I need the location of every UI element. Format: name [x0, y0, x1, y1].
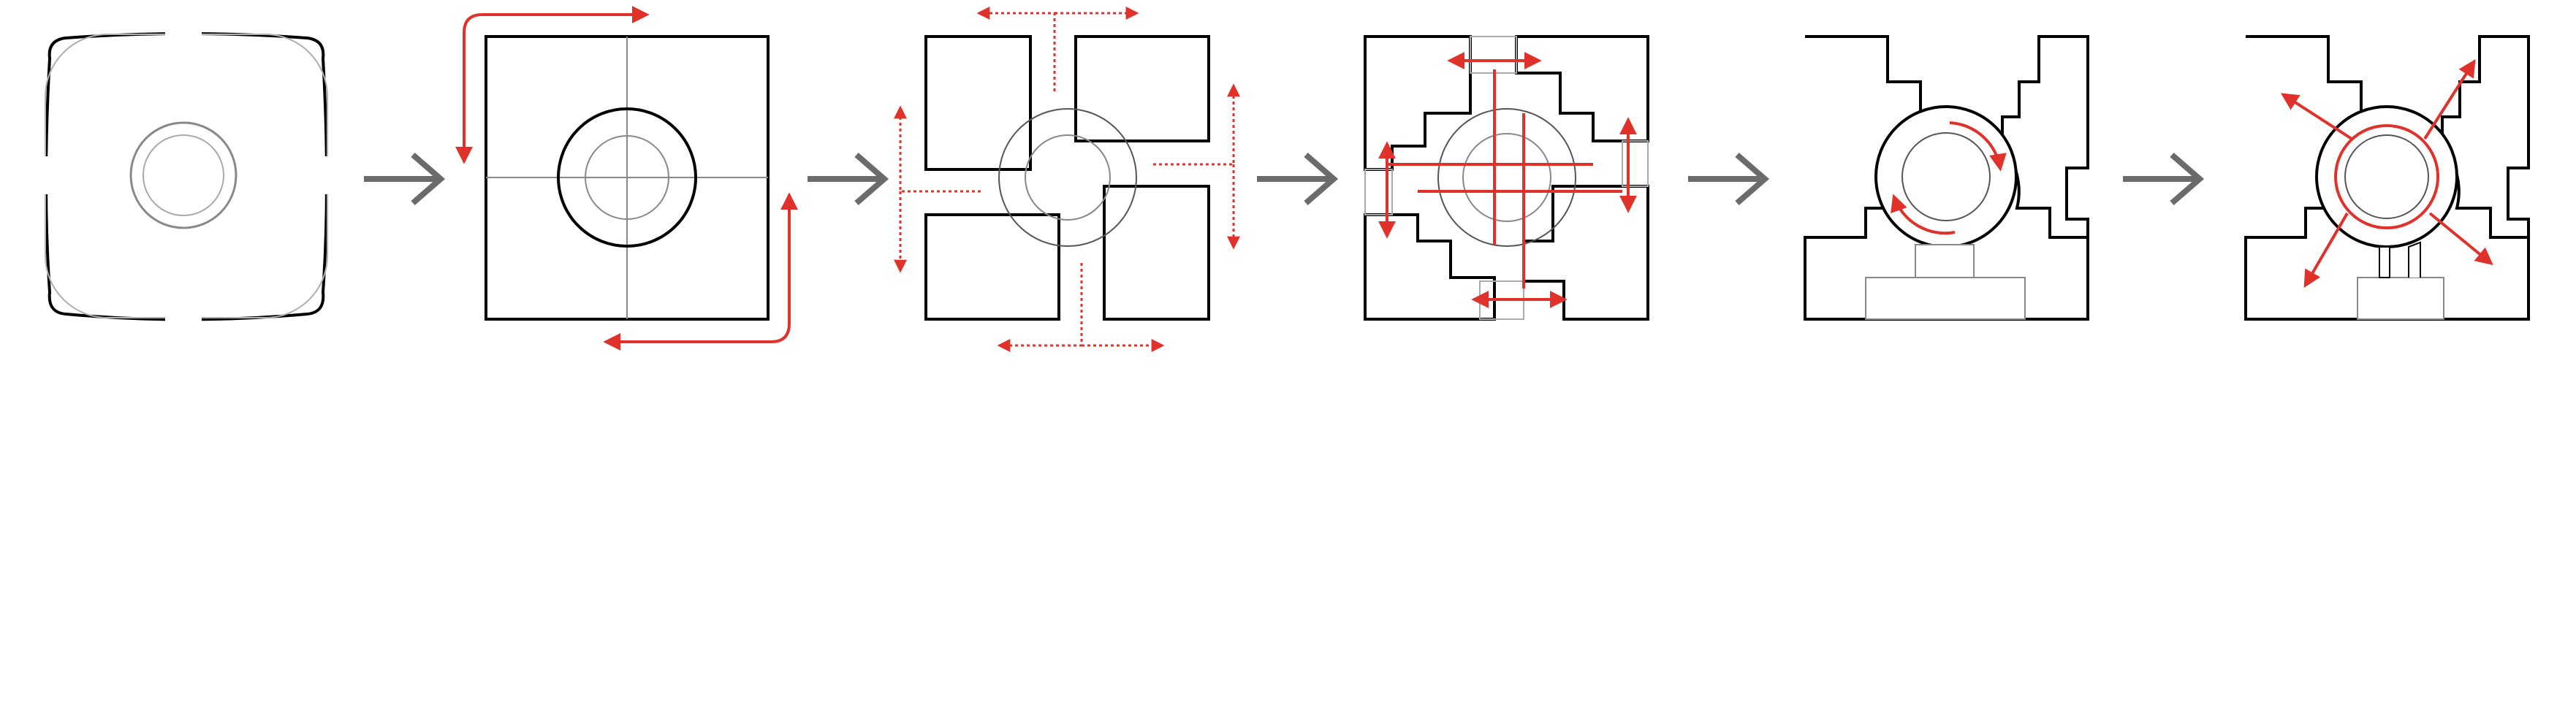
step-3-quadrant-bottom-left	[924, 213, 1060, 321]
step-3-quadrant-top-left	[924, 35, 1032, 171]
step-4-core-inner	[1462, 133, 1551, 222]
step-1-seam-bottom	[165, 312, 202, 324]
step-3-core-outer	[998, 108, 1137, 247]
step-4-quadrant-bottom-left	[1364, 213, 1496, 321]
step-5-core-outer	[1874, 105, 2018, 248]
step-6-base	[2357, 277, 2444, 320]
arrow-right-icon	[808, 152, 889, 206]
red-arrow-icon	[455, 6, 650, 164]
step-5-base	[1915, 244, 1975, 278]
arrow-right-icon	[2123, 152, 2205, 206]
step-6-core-ring	[2334, 124, 2439, 229]
step-5-pedestal	[1865, 277, 2026, 320]
arrow-right-icon	[364, 152, 446, 206]
step-5-stepped-block	[1804, 35, 2089, 321]
step-2-square-block	[455, 6, 798, 351]
step-1-core-inner	[143, 134, 224, 216]
red-arrow-icon	[603, 192, 798, 351]
red-arrow-icon	[1949, 121, 2007, 172]
step-4-brace-right	[1622, 140, 1649, 187]
step-3-quadrant-bottom-right	[1103, 185, 1210, 321]
red-arrow-icon	[997, 263, 1083, 352]
step-4-core-outer	[1437, 108, 1576, 247]
step-5-core-inner	[1901, 132, 1991, 221]
step-1-core-outer	[129, 121, 238, 229]
arrow-right-icon	[1257, 152, 1339, 206]
red-arrow-icon	[976, 7, 1056, 91]
red-arrow-icon	[894, 105, 981, 193]
red-arrow-icon	[2423, 58, 2476, 140]
step-3-quadrant-top-right	[1074, 35, 1210, 142]
step-1-seam-top	[165, 29, 202, 41]
step-4-brace-top	[1470, 36, 1517, 74]
step-4-stepped-quadrants	[1364, 35, 1649, 321]
red-arrow-icon	[2280, 93, 2353, 140]
red-arrow-icon	[2303, 212, 2349, 288]
red-arrow-icon	[1891, 194, 1956, 235]
step-3-core-inner	[1025, 134, 1111, 221]
step-1-inner-frame	[45, 34, 328, 318]
step-6-core-outer	[2315, 105, 2458, 248]
step-6-tab-left	[2379, 246, 2390, 278]
step-3-separated-quadrants	[894, 7, 1240, 352]
step-1-rounded-block	[42, 29, 330, 324]
step-1-seam-right	[319, 156, 330, 194]
step-4-quadrant-top-left	[1364, 35, 1472, 171]
red-arrow-icon	[2428, 212, 2493, 266]
step-1-seam-left	[42, 156, 54, 194]
red-arrow-icon	[1153, 83, 1240, 166]
step-6-tab-right	[2408, 241, 2421, 278]
arrow-right-icon	[1688, 152, 1770, 206]
step-6-stepped-block	[2244, 35, 2530, 321]
step-6-core-inner	[2344, 134, 2429, 219]
step-1-outline	[45, 32, 328, 321]
